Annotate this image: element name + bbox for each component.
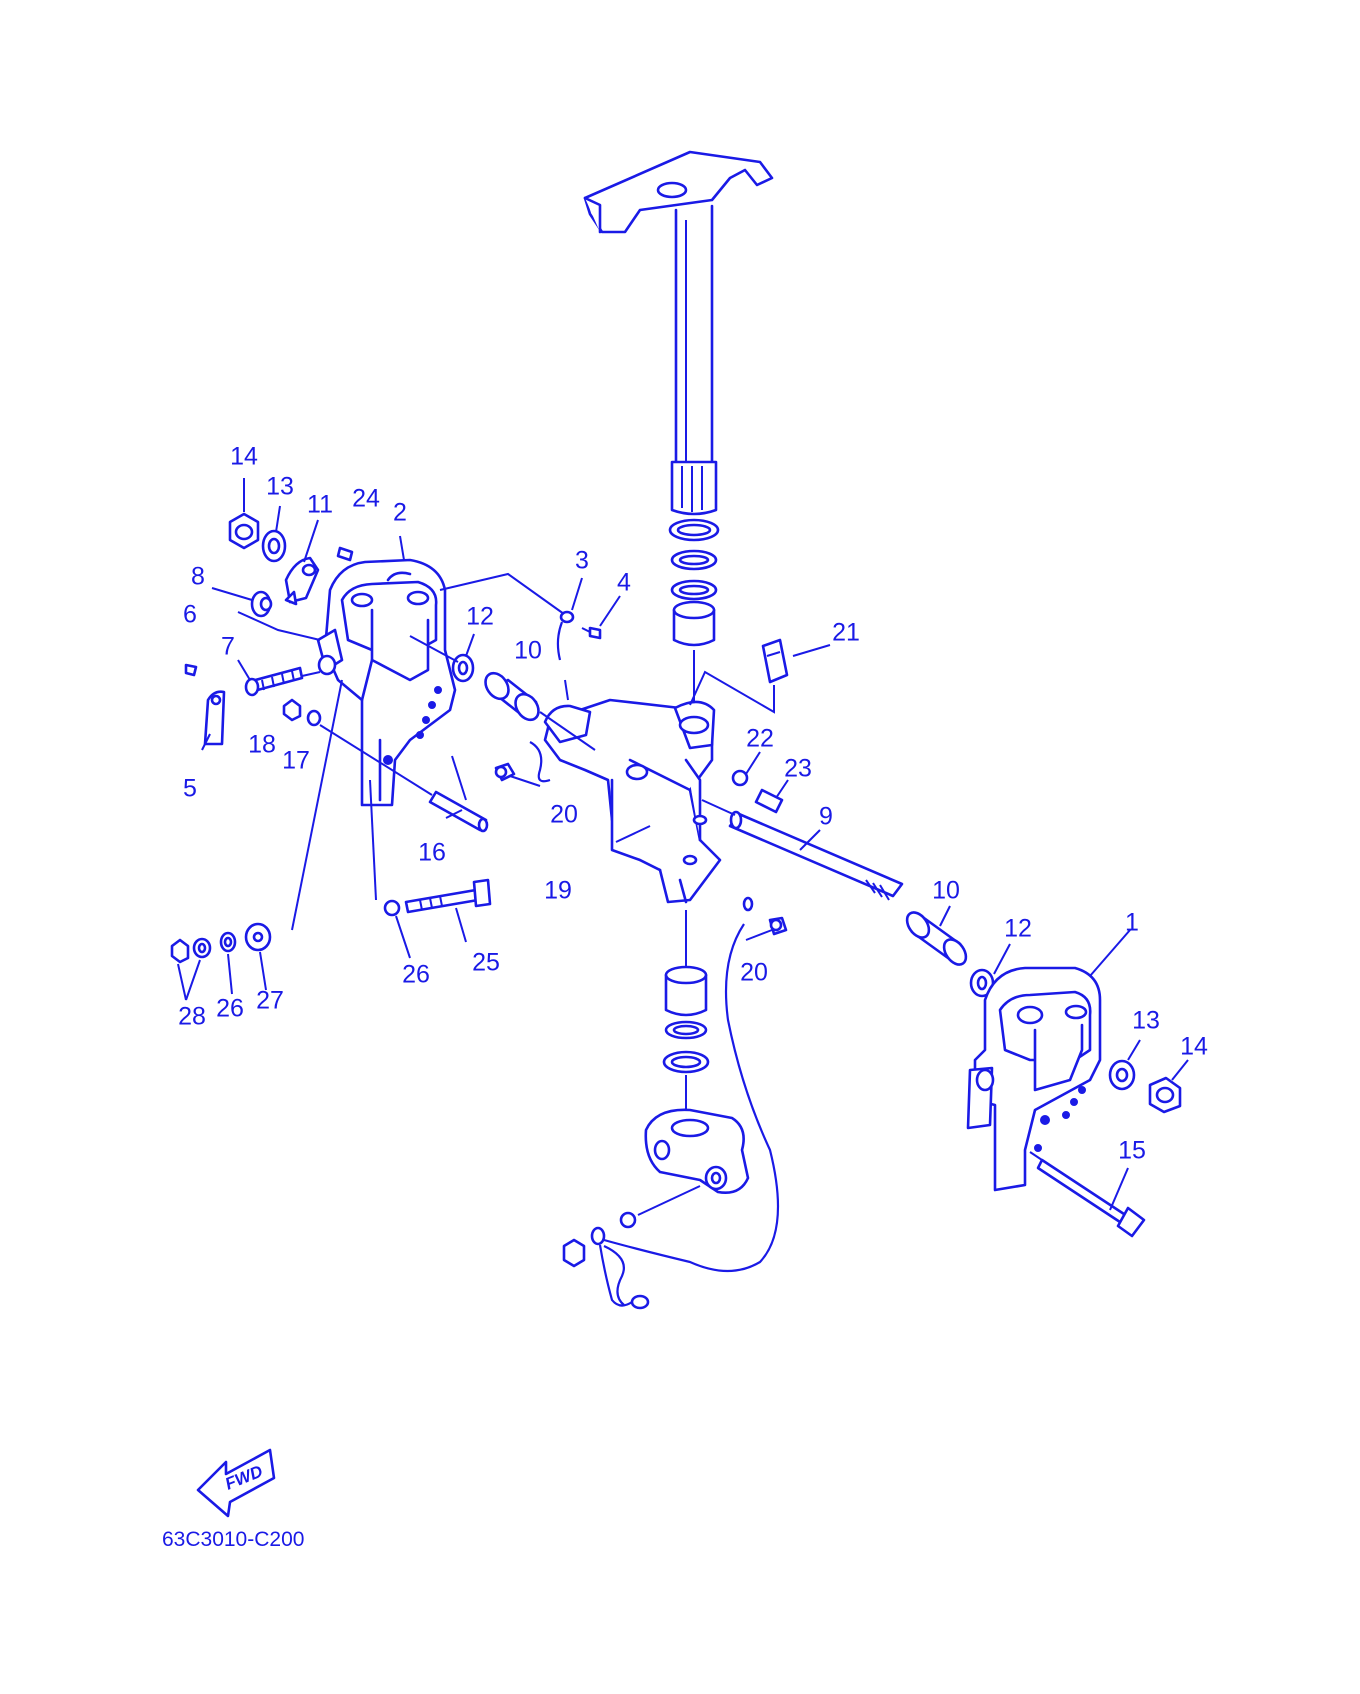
fitting-20-upper bbox=[494, 741, 551, 783]
callout-8: 8 bbox=[191, 563, 205, 591]
nut-22 bbox=[731, 769, 749, 787]
lever-5 bbox=[203, 690, 226, 746]
callout-23: 23 bbox=[784, 755, 812, 783]
lower-nut bbox=[562, 1238, 586, 1268]
fwd-arrow-icon: FWD bbox=[196, 1448, 276, 1518]
bolt-25 bbox=[404, 878, 492, 914]
lower-mount bbox=[644, 1108, 750, 1194]
callout-12-left: 12 bbox=[466, 603, 494, 631]
nut-28-b bbox=[192, 937, 212, 959]
pin-24 bbox=[336, 546, 354, 562]
bushing-right bbox=[905, 911, 968, 966]
clamp-bracket-left bbox=[316, 558, 457, 807]
callout-6: 6 bbox=[183, 601, 197, 629]
fitting-20-lower bbox=[742, 896, 788, 936]
callout-21: 21 bbox=[832, 619, 860, 647]
washer-26-center bbox=[383, 899, 401, 917]
callout-26-left: 26 bbox=[216, 995, 244, 1023]
callout-17: 17 bbox=[282, 747, 310, 775]
callout-16: 16 bbox=[418, 839, 446, 867]
pin-6 bbox=[184, 663, 198, 677]
callout-3: 3 bbox=[575, 547, 589, 575]
washer-17 bbox=[306, 709, 322, 727]
upper-bushings bbox=[668, 518, 720, 705]
callout-20-lower: 20 bbox=[740, 959, 768, 987]
callout-5: 5 bbox=[183, 775, 197, 803]
callout-2: 2 bbox=[393, 499, 407, 527]
callout-7: 7 bbox=[221, 633, 235, 661]
callout-10-right: 10 bbox=[932, 877, 960, 905]
ground-wire bbox=[590, 923, 780, 1310]
washer-13-right bbox=[1108, 1059, 1136, 1091]
callout-28: 28 bbox=[178, 1003, 206, 1031]
grease-nipple-3 bbox=[556, 610, 575, 661]
callout-13-right: 13 bbox=[1132, 1007, 1160, 1035]
callout-12-right: 12 bbox=[1004, 915, 1032, 943]
callout-20-upper: 20 bbox=[550, 801, 578, 829]
bolt-4 bbox=[581, 626, 602, 640]
tilt-tube bbox=[701, 799, 904, 901]
nut-28-a bbox=[170, 938, 190, 964]
bolt-23 bbox=[754, 788, 784, 814]
callout-22: 22 bbox=[746, 725, 774, 753]
bolt-15 bbox=[1029, 1151, 1146, 1238]
lower-washer bbox=[619, 1185, 701, 1229]
callout-14-left: 14 bbox=[230, 443, 258, 471]
swivel-bracket bbox=[543, 698, 722, 904]
callout-13-left: 13 bbox=[266, 473, 294, 501]
callout-24: 24 bbox=[352, 485, 380, 513]
plate-11 bbox=[284, 556, 320, 606]
callout-11: 11 bbox=[307, 491, 333, 519]
grommet-8 bbox=[237, 590, 321, 641]
clamp-bracket-right bbox=[966, 966, 1102, 1192]
callout-15: 15 bbox=[1118, 1137, 1146, 1165]
spring-7 bbox=[244, 666, 304, 697]
tilt-stop-plate bbox=[689, 638, 831, 714]
callout-10-left: 10 bbox=[514, 637, 542, 665]
washer-27 bbox=[244, 922, 272, 952]
nut-14-left bbox=[228, 512, 260, 550]
callout-18: 18 bbox=[248, 731, 276, 759]
bushing-left bbox=[484, 671, 596, 751]
callout-numbers: 1 2 3 4 5 6 7 8 9 10 10 11 12 12 13 13 1… bbox=[178, 443, 1208, 1165]
callout-1: 1 bbox=[1125, 909, 1139, 937]
washer-13-left bbox=[261, 529, 287, 563]
drawing-code: 63C3010-C200 bbox=[162, 1528, 304, 1551]
steering-arm bbox=[583, 150, 774, 516]
callout-26-center: 26 bbox=[402, 961, 430, 989]
callout-14-right: 14 bbox=[1180, 1033, 1208, 1061]
nut-14-right bbox=[1148, 1076, 1182, 1114]
lower-bushings bbox=[662, 910, 710, 1115]
nut-18 bbox=[282, 698, 302, 722]
callout-leaders bbox=[177, 478, 1189, 1211]
connector-lines bbox=[291, 572, 569, 931]
callout-4: 4 bbox=[617, 569, 631, 597]
washer-26-left bbox=[219, 931, 237, 953]
callout-27: 27 bbox=[256, 987, 284, 1015]
callout-19: 19 bbox=[544, 877, 572, 905]
callout-9: 9 bbox=[819, 803, 833, 831]
callout-25: 25 bbox=[472, 949, 500, 977]
